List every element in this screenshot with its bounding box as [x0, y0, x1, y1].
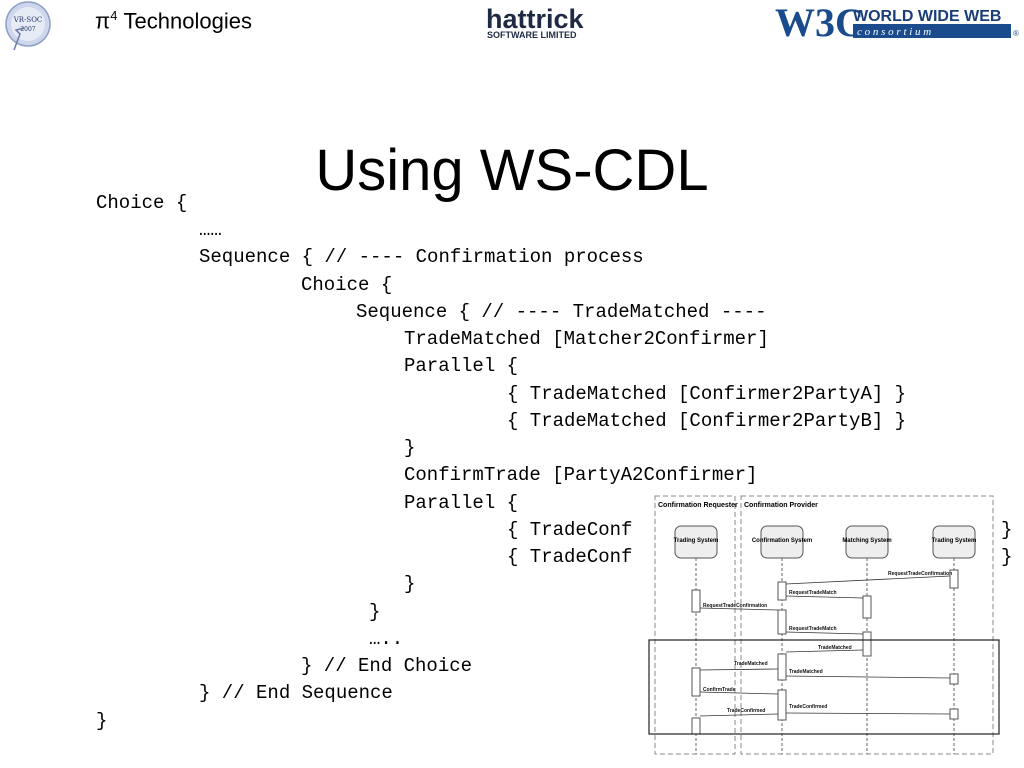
code-line: ConfirmTrade [PartyA2Confirmer] — [404, 464, 758, 486]
message-label: TradeMatched — [734, 661, 768, 667]
message-label: TradeMatched — [789, 669, 823, 675]
message-label: RequestTradeMatch — [789, 626, 837, 632]
svg-text:Trading System: Trading System — [674, 538, 719, 544]
code-line: …… — [199, 219, 222, 241]
company-suffix: Technologies — [117, 8, 252, 34]
svg-text:Trading System: Trading System — [932, 538, 977, 544]
code-line: { TradeConf — [507, 546, 633, 568]
svg-text:Matching System: Matching System — [842, 538, 891, 544]
badge-line-1: VR-SOC — [13, 16, 43, 24]
code-line: } — [404, 573, 416, 595]
code-line-tail: } — [1001, 546, 1013, 568]
code-line: } — [96, 710, 108, 732]
slide-title: Using WS-CDL — [315, 137, 709, 203]
code-line: Sequence { // ---- TradeMatched ---- — [356, 301, 767, 323]
message-label: ConfirmTrade — [703, 687, 736, 693]
lifeline-head: Trading System — [932, 525, 977, 559]
w3c-consortium: c o n s o r t i u m — [857, 26, 931, 38]
code-line: { TradeConf — [507, 519, 633, 541]
code-line: { TradeMatched [Confirmer2PartyA] } — [507, 383, 907, 405]
lifeline-head: Trading System — [674, 525, 719, 559]
company-name: π4 Technologies — [95, 8, 252, 34]
code-line: } — [369, 601, 381, 623]
w3c-wordmark: WORLD WIDE WEB — [853, 8, 1001, 25]
code-line: { TradeMatched [Confirmer2PartyB] } — [507, 410, 907, 432]
message-label: TradeConfirmed — [727, 708, 765, 714]
code-line: Sequence { // ---- Confirmation process — [199, 246, 644, 268]
svg-text:W3C: W3C — [775, 0, 864, 44]
code-line: Choice { — [96, 192, 188, 214]
message-label: RequestTradeConfirmation — [703, 603, 767, 609]
svg-text:Confirmation System: Confirmation System — [752, 538, 812, 544]
vr-soc-logo: VR-SOC 2007 — [5, 1, 51, 51]
message-label: TradeMatched — [818, 645, 852, 651]
lifeline-head: Confirmation System — [752, 525, 812, 559]
hattrick-subtitle: SOFTWARE LIMITED — [487, 30, 577, 40]
code-block: Choice { …… Sequence { // ---- Confirmat… — [96, 190, 1016, 750]
code-line: TradeMatched [Matcher2Confirmer] — [404, 328, 769, 350]
hattrick-wordmark: hattrick — [486, 4, 585, 34]
code-line: } // End Sequence — [199, 682, 393, 704]
highlight-box — [648, 639, 1000, 735]
code-line: ….. — [369, 628, 404, 650]
code-line: Choice { — [301, 274, 393, 296]
hattrick-logo: hattrick SOFTWARE LIMITED — [486, 4, 585, 40]
w3c-logo: W3C WORLD WIDE WEB c o n s o r t i u m ® — [775, 0, 1019, 44]
lifeline-head: Matching System — [842, 525, 892, 559]
code-line-tail: } — [1001, 519, 1013, 541]
group-requester — [654, 495, 736, 755]
code-line: } // End Choice — [301, 655, 473, 677]
message-label: TradeConfirmed — [789, 704, 827, 710]
company-sup: 4 — [110, 8, 118, 23]
code-line: Parallel { — [404, 492, 519, 514]
company-pi: π — [95, 8, 111, 34]
message-label: RequestTradeConfirmation — [888, 571, 952, 577]
message-label: RequestTradeMatch — [789, 590, 837, 596]
group-label: Confirmation Provider — [744, 502, 818, 509]
code-line: Parallel { — [404, 355, 519, 377]
group-label: Confirmation Requester — [658, 502, 738, 509]
sequence-diagram: Confirmation Requester Confirmation Prov… — [648, 492, 1002, 760]
svg-text:®: ® — [1013, 29, 1019, 38]
badge-line-2: 2007 — [20, 26, 35, 33]
code-line: } — [404, 437, 416, 459]
